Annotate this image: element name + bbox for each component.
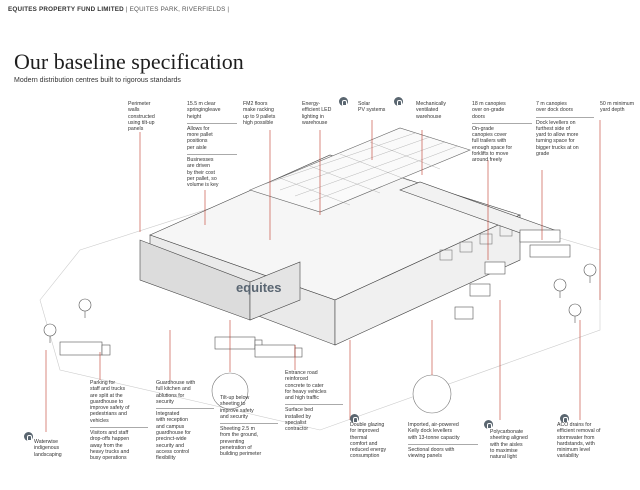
company-logo: equites <box>236 280 282 295</box>
eco-icon <box>484 420 493 429</box>
page-subtitle: Modern distribution centres built to rig… <box>14 77 181 84</box>
eco-icon <box>339 97 348 106</box>
truck <box>59 341 103 356</box>
page-header: EQUITES PROPERTY FUND LIMITED | EQUITES … <box>8 6 229 13</box>
company-name: EQUITES PROPERTY FUND LIMITED <box>8 6 124 13</box>
page-title: Our baseline specification <box>14 49 244 74</box>
eco-icon <box>24 432 33 441</box>
eco-icon <box>350 414 359 423</box>
leader-lines <box>45 120 601 432</box>
eco-icon <box>560 414 569 423</box>
eco-icon <box>394 97 403 106</box>
solar-panels <box>249 127 471 213</box>
side-wall <box>334 214 521 346</box>
header-section: | EQUITES PARK, RIVERFIELDS | <box>125 6 230 13</box>
